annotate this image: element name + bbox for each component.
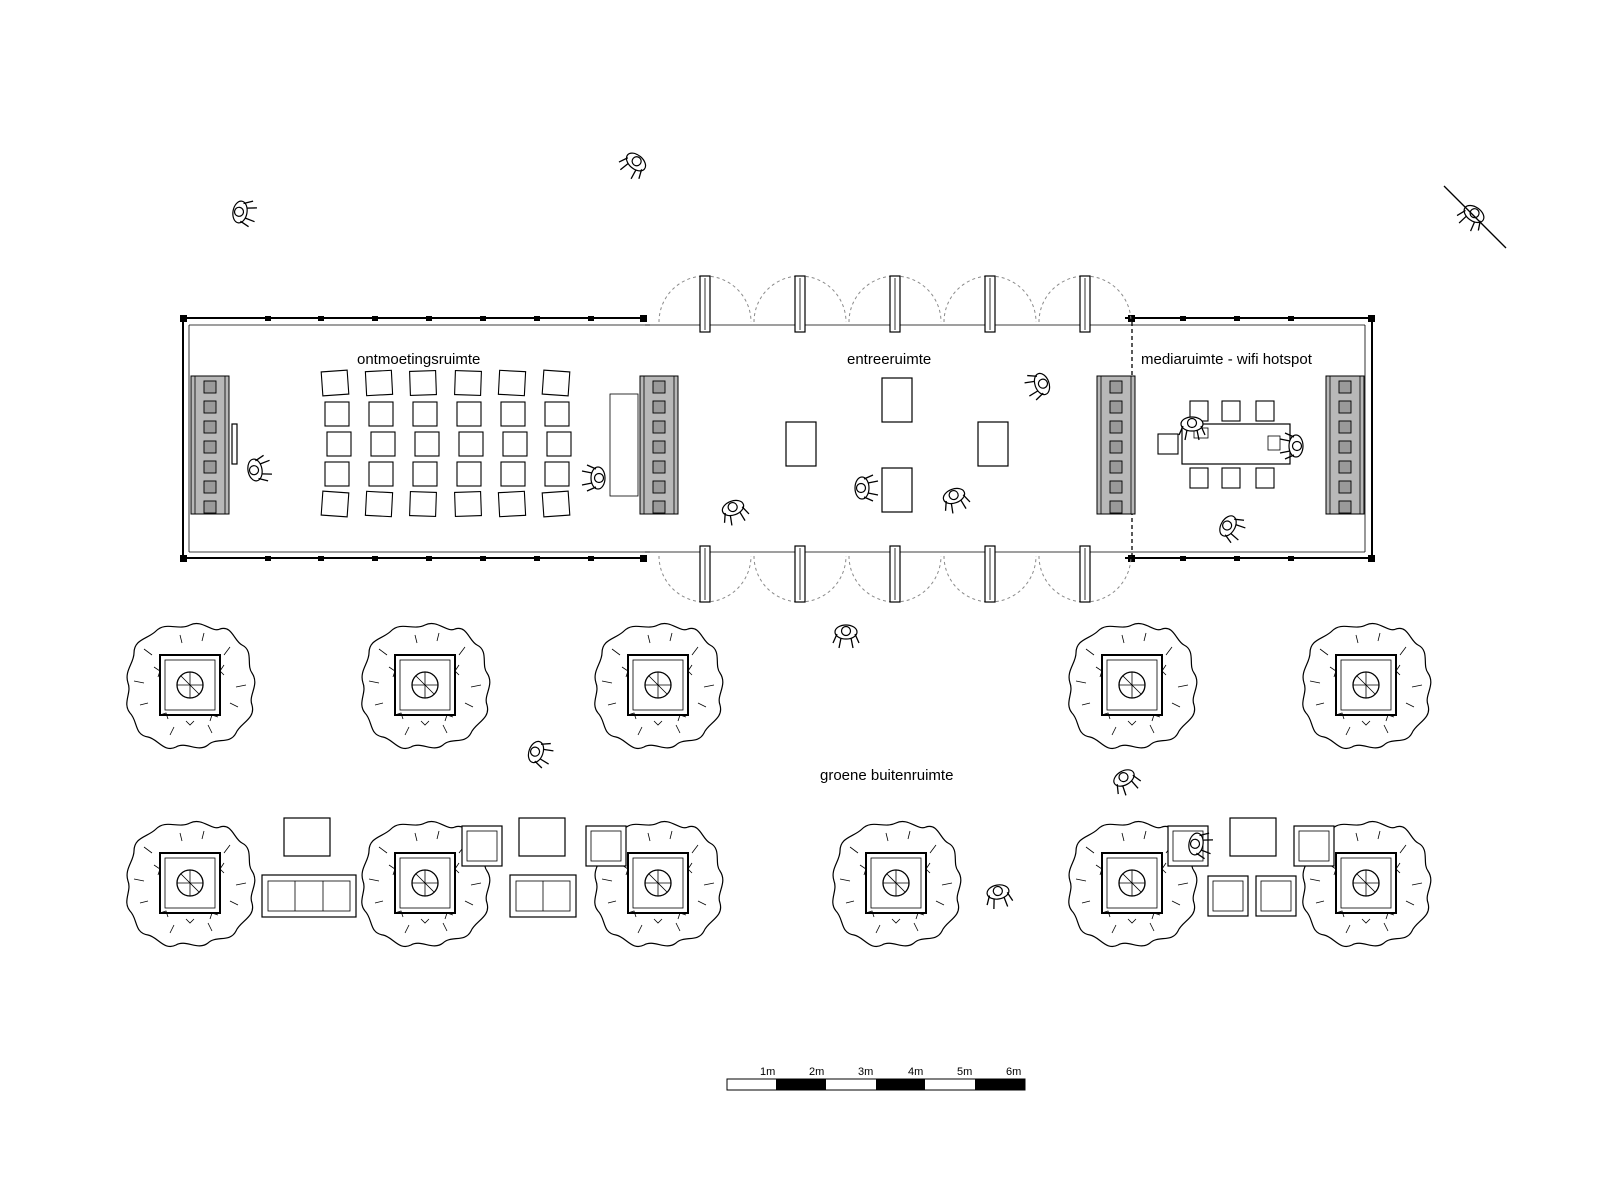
meeting-chairs	[320, 369, 572, 518]
people	[230, 147, 1507, 911]
doors-bottom	[658, 545, 1132, 603]
doors-top	[658, 275, 1132, 333]
scale-bar: 1m 2m 3m 4m 5m 6m	[726, 1066, 1026, 1091]
cabinet-boxes	[203, 380, 1352, 514]
trees-top-row	[125, 622, 1432, 750]
outdoor-furniture	[261, 817, 1335, 918]
lectern-desk	[609, 393, 639, 497]
scale-tick-6: 6m	[1006, 1066, 1021, 1078]
wall-handle	[231, 423, 238, 465]
label-meeting-room: ontmoetingsruimte	[357, 351, 480, 368]
label-entrance: entreeruimte	[847, 351, 931, 368]
label-media-room: mediaruimte - wifi hotspot	[1141, 351, 1313, 368]
scale-tick-2: 2m	[809, 1066, 824, 1078]
entrance-tables	[785, 377, 1009, 513]
scale-tick-5: 5m	[957, 1066, 972, 1078]
scale-tick-1: 1m	[760, 1066, 775, 1078]
label-green-outdoor: groene buitenruimte	[820, 767, 953, 784]
building-outline	[180, 315, 1375, 562]
scale-tick-4: 4m	[908, 1066, 923, 1078]
media-table	[1157, 400, 1291, 489]
scale-tick-3: 3m	[858, 1066, 873, 1078]
